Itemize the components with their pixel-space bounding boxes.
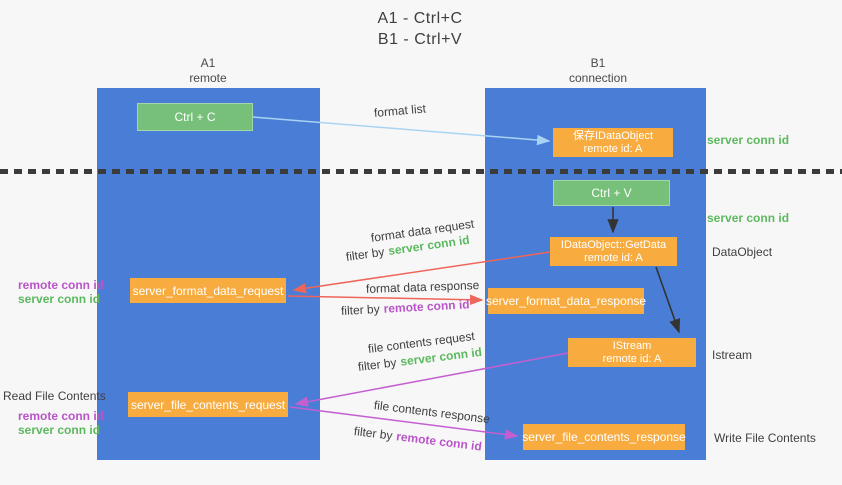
title-line-2: B1 - Ctrl+V — [377, 31, 463, 48]
node-server-format-data-request: server_format_data_request — [130, 278, 286, 303]
lane-a1-sub: remote — [189, 71, 227, 85]
label-filter-by-remote-conn-id-2: filter by remote conn id — [353, 424, 482, 454]
node-server-file-contents-request: server_file_contents_request — [128, 392, 288, 417]
right-server-conn-id-2: server conn id — [707, 211, 790, 225]
node-istream: IStream remote id: A — [568, 338, 696, 367]
diagram-title: A1 - Ctrl+C B1 - Ctrl+V — [300, 8, 540, 50]
left-server-conn-id-2: server conn id — [18, 423, 101, 437]
getdata-line2: remote id: A — [584, 251, 643, 264]
file-request-label: server_file_contents_request — [130, 397, 286, 412]
label-format-data-response: format data response — [365, 278, 480, 296]
istream-line2: remote id: A — [602, 352, 662, 365]
getdata-line1: IDataObject::GetData — [560, 238, 667, 251]
right-server-conn-id-1: server conn id — [707, 133, 790, 147]
remote-conn-id-text: remote conn id — [395, 429, 483, 454]
left-remote-conn-id-1: remote conn id — [18, 278, 105, 292]
node-idataobject-getdata: IDataObject::GetData remote id: A — [550, 237, 677, 266]
format-response-label: server_format_data_response — [485, 294, 647, 308]
save-idataobject-line1: 保存IDataObject — [572, 129, 654, 142]
label-filter-by-remote-conn-id-1: filter by remote conn id — [341, 297, 470, 318]
istream-line1: IStream — [612, 339, 652, 352]
node-save-idataobject: 保存IDataObject remote id: A — [553, 128, 673, 157]
title-line-1: A1 - Ctrl+C — [377, 10, 463, 27]
filter-by-text: filter by — [345, 244, 386, 264]
node-ctrl-c: Ctrl + C — [137, 103, 253, 131]
right-dataobject-label: DataObject — [712, 245, 773, 259]
ctrl-v-label: Ctrl + V — [591, 186, 632, 200]
dotted-separator — [0, 169, 842, 174]
label-file-contents-response: file contents response — [373, 398, 491, 427]
remote-conn-id-text: remote conn id — [383, 297, 470, 316]
left-server-conn-id-1: server conn id — [18, 292, 101, 306]
right-istream-label: Istream — [712, 348, 753, 362]
node-ctrl-v: Ctrl + V — [553, 180, 670, 206]
file-response-label: server_file_contents_response — [522, 430, 686, 444]
lane-header-b1: B1 connection — [528, 56, 668, 86]
node-server-format-data-response: server_format_data_response — [485, 288, 647, 314]
lane-b1-name: B1 — [590, 56, 606, 70]
node-server-file-contents-response: server_file_contents_response — [522, 424, 686, 450]
left-read-file-contents-label: Read File Contents — [3, 389, 106, 403]
lane-b1-sub: connection — [568, 71, 628, 85]
left-remote-conn-id-2: remote conn id — [18, 409, 105, 423]
save-idataobject-line2: remote id: A — [583, 142, 643, 155]
right-write-file-contents-label: Write File Contents — [714, 431, 816, 445]
ctrl-c-label: Ctrl + C — [174, 110, 216, 124]
filter-by-text: filter by — [357, 355, 398, 374]
format-request-label: server_format_data_request — [132, 283, 284, 298]
label-format-list: format list — [373, 101, 427, 120]
lane-a1-name: A1 — [200, 56, 216, 70]
filter-by-text: filter by — [340, 301, 381, 318]
lane-header-a1: A1 remote — [138, 56, 278, 86]
filter-by-text: filter by — [353, 424, 394, 443]
